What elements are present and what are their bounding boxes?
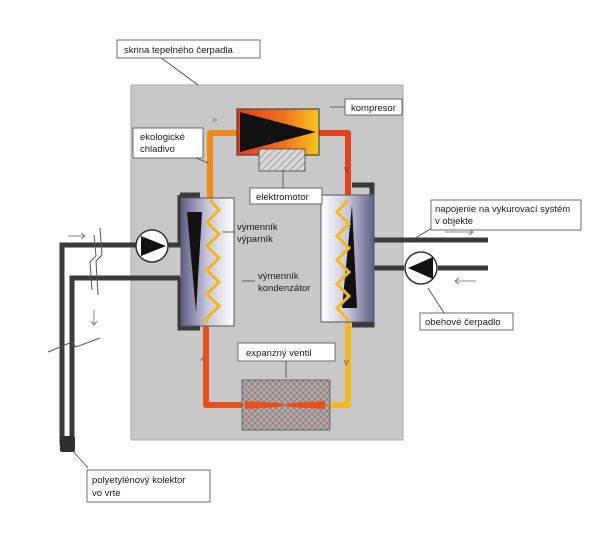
evaporator-coil [204, 198, 222, 324]
circulation-pump-icon [404, 251, 438, 285]
ground-pump-icon [135, 229, 169, 263]
svg-text:kompresor: kompresor [351, 103, 396, 114]
svg-text:napojenie na vykurovací systém: napojenie na vykurovací systém [435, 204, 570, 215]
svg-text:výparník: výparník [237, 234, 273, 245]
svg-text:vo vrte: vo vrte [92, 488, 121, 499]
label-circulation-pump: obehové čerpadlo [419, 312, 514, 331]
svg-text:chladivo: chladivo [140, 144, 175, 155]
svg-text:expanzný ventil: expanzný ventil [246, 348, 311, 359]
svg-text:kondenzátor: kondenzátor [258, 283, 310, 294]
collector-end [60, 436, 75, 452]
svg-text:v objekte: v objekte [435, 216, 473, 227]
label-refrigerant: ekologické chladivo [132, 127, 204, 159]
svg-text:v: v [344, 164, 349, 174]
svg-text:polyetylénový kolektor: polyetylénový kolektor [92, 475, 185, 486]
label-housing: skrina tepelného čerpadla [116, 39, 261, 59]
motor-hatched-icon [258, 148, 306, 172]
label-heating-connection: napojenie na vykurovací systém v objekte [430, 199, 582, 231]
label-condenser: výmenník kondenzátor [258, 271, 310, 294]
condenser-coil [334, 198, 352, 322]
svg-text:elektromotor: elektromotor [256, 192, 309, 203]
label-expansion-valve: expanzný ventil [237, 342, 336, 362]
svg-text:ekologické: ekologické [140, 132, 185, 143]
expansion-valve-icon [245, 401, 325, 409]
label-evaporator: výmenník výparník [237, 222, 278, 245]
svg-text:skrina tepelného čerpadla: skrina tepelného čerpadla [124, 45, 234, 56]
label-motor: elektromotor [249, 187, 323, 205]
pipe-break-marks [47, 227, 103, 353]
svg-text:^: ^ [200, 356, 205, 366]
svg-text:obehové čerpadlo: obehové čerpadlo [425, 317, 501, 328]
svg-text:>: > [212, 115, 217, 125]
svg-text:výmenník: výmenník [258, 271, 299, 282]
svg-text:výmenník: výmenník [237, 222, 278, 233]
refrigerant-direction-arrows: > v v ^ [200, 115, 349, 367]
evaporator-arrow-icon [187, 212, 202, 312]
ground-loop-pipes [59, 192, 200, 445]
label-collector: polyetylénový kolektor vo vrte [86, 469, 211, 503]
condenser-arrow-icon [342, 205, 357, 308]
label-compressor: kompresor [344, 98, 403, 116]
compressor-triangle-icon [240, 112, 316, 152]
flow-arrows [68, 228, 476, 326]
svg-text:v: v [344, 357, 349, 367]
